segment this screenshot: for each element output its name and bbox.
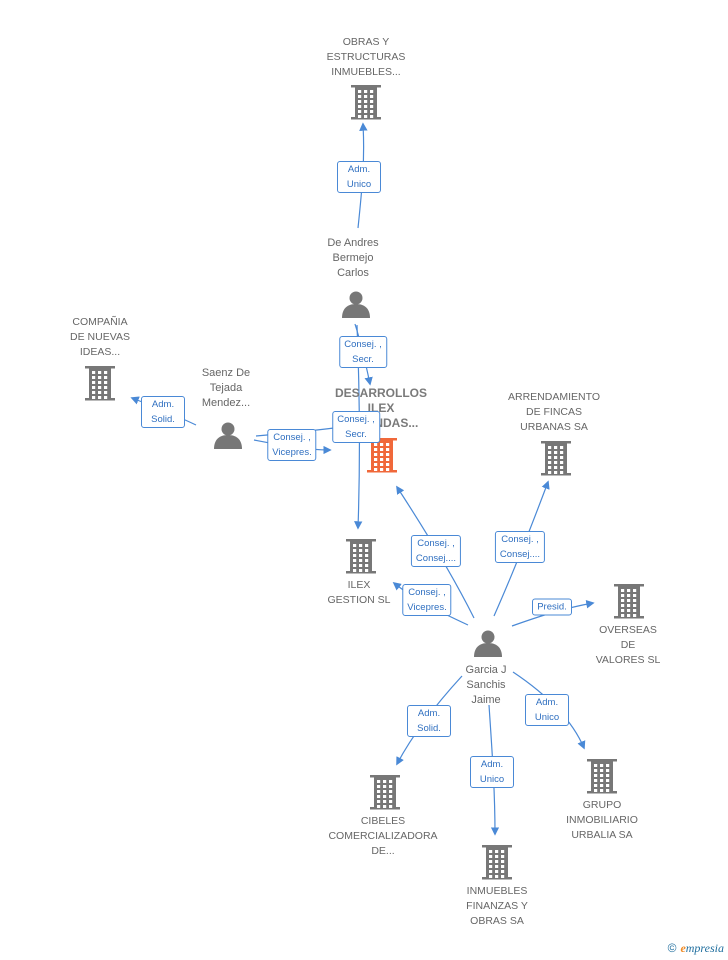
node-label-line: Sanchis — [466, 679, 506, 691]
edge-label-line: Solid. — [417, 723, 441, 734]
building-windows-icon — [594, 764, 610, 792]
person-icon-garcia[interactable] — [474, 630, 502, 658]
edge-label-line: Consej.... — [415, 553, 457, 564]
copyright-brand[interactable]: ©empresia — [668, 941, 724, 956]
node-label-line: Saenz De — [201, 367, 251, 379]
edge-label-garcia-to-cibeles[interactable]: Adm. Solid. — [407, 705, 451, 737]
edge-label-saenz-to-ilex[interactable]: Consej. , Secr. — [332, 411, 380, 443]
edge-label-line: Unico — [534, 712, 560, 723]
building-windows-icon — [621, 589, 637, 617]
edge-label-garcia-to-grupo[interactable]: Adm. Unico — [525, 694, 569, 726]
node-label-line: INMOBILIARIO — [566, 814, 638, 826]
nodes-layer — [85, 85, 644, 880]
edge-label-deandres-to-desarrollos[interactable]: Consej. , Secr. — [339, 336, 387, 368]
node-label-line: ESTRUCTURAS — [326, 51, 406, 63]
node-label-grupo[interactable]: GRUPO INMOBILIARIO URBALIA SA — [566, 798, 638, 843]
node-label-line: De Andres — [327, 237, 379, 249]
edge-label-garcia-to-overseas[interactable]: Presid. — [532, 598, 572, 616]
edge-label-line: Adm. — [535, 697, 559, 708]
edge-label-garcia-to-inmuebles[interactable]: Adm. Unico — [470, 756, 514, 788]
edge-label-saenz-to-compania[interactable]: Adm. Solid. — [141, 396, 185, 428]
edge-label-line: Consej. , — [417, 538, 455, 549]
node-label-ilex[interactable]: ILEX GESTION SL — [327, 578, 390, 608]
edge-label-line: Secr. — [352, 354, 374, 365]
node-label-arrendamiento[interactable]: ARRENDAMIENTO DE FINCAS URBANAS SA — [508, 390, 600, 435]
node-label-line: OVERSEAS — [599, 624, 657, 636]
edge-label-saenz-to-desarrollos[interactable]: Consej. , Vicepres. — [267, 429, 317, 461]
edge-label-garcia-to-arrendamiento[interactable]: Consej. , Consej.... — [494, 531, 546, 563]
building-windows-icon — [353, 544, 369, 572]
building-windows-icon — [489, 850, 505, 878]
node-label-line: ARRENDAMIENTO — [508, 391, 600, 403]
edges-layer — [130, 122, 595, 836]
node-label-line: DE... — [371, 845, 395, 857]
node-label-line: FINANZAS Y — [466, 900, 528, 912]
building-windows-icon — [358, 90, 374, 118]
edge-label-line: Vicepres. — [407, 602, 447, 613]
node-label-line: GRUPO — [582, 799, 622, 811]
edge-label-line: Consej. , — [273, 432, 311, 443]
node-label-inmuebles[interactable]: INMUEBLES FINANZAS Y OBRAS SA — [466, 884, 528, 929]
node-label-overseas[interactable]: OVERSEAS DE VALORES SL — [596, 623, 661, 668]
edge-label-garcia-to-desarrollos[interactable]: Consej. , Consej.... — [410, 535, 462, 567]
brand-logo-text: mpresia — [685, 941, 724, 955]
node-label-line: IDEAS... — [79, 346, 121, 358]
edge-label-line: Adm. — [347, 164, 371, 175]
edge-label-line: Solid. — [151, 414, 175, 425]
edge-label-line: Unico — [346, 179, 372, 190]
building-windows-icon — [377, 780, 393, 808]
node-label-line: DE — [620, 639, 636, 651]
edge-label-line: Unico — [479, 774, 505, 785]
node-label-line: CIBELES — [360, 815, 406, 827]
node-label-obras[interactable]: OBRAS Y ESTRUCTURAS INMUEBLES... — [327, 35, 406, 80]
edge-label-line: Consej. , — [344, 339, 382, 350]
edge-label-line: Consej.... — [499, 549, 541, 560]
node-label-line: INMUEBLES... — [331, 66, 401, 78]
node-label-line: GESTION SL — [327, 594, 391, 606]
node-label-line: Carlos — [337, 267, 369, 279]
node-label-line: Tejada — [209, 382, 243, 394]
copyright-icon: © — [667, 941, 677, 955]
node-label-line: OBRAS SA — [470, 915, 524, 927]
edge-label-line: Adm. — [480, 759, 504, 770]
node-label-line: Bermejo — [332, 252, 374, 264]
building-windows-icon — [92, 371, 108, 399]
node-label-line: Garcia J — [465, 664, 507, 676]
node-label-line: VALORES SL — [595, 654, 661, 666]
person-icon-deandres[interactable] — [342, 291, 370, 319]
edge-label-line: Adm. — [151, 399, 175, 410]
edge-label-deandres-to-obras[interactable]: Adm. Unico — [337, 161, 381, 193]
node-label-line: OBRAS Y — [342, 36, 390, 48]
edge-label-line: Consej. , — [501, 534, 539, 545]
node-label-line: URBANAS SA — [520, 421, 588, 433]
building-windows-icon — [374, 443, 390, 471]
node-label-line: DE NUEVAS — [70, 331, 130, 343]
edge-label-line: Vicepres. — [272, 447, 312, 458]
node-label-compania[interactable]: COMPAÑIA DE NUEVAS IDEAS... — [70, 315, 130, 360]
node-label-line: Mendez... — [201, 397, 251, 409]
brand-logo-initial: e — [680, 941, 686, 955]
edge-label-line: Presid. — [537, 601, 567, 613]
building-windows-icon — [548, 446, 564, 474]
node-label-line: ILEX — [347, 579, 371, 591]
person-icon-saenz[interactable] — [214, 422, 242, 450]
edge-label-line: Secr. — [345, 429, 367, 440]
node-label-line: COMERCIALIZADORA — [328, 830, 438, 842]
node-label-line: URBALIA SA — [571, 829, 633, 841]
node-label-cibeles[interactable]: CIBELES COMERCIALIZADORA DE... — [328, 814, 437, 859]
edge-label-garcia-to-ilex[interactable]: Consej. , Vicepres. — [402, 584, 452, 616]
edge-label-line: Consej. , — [408, 587, 446, 598]
node-label-line: Jaime — [471, 694, 501, 706]
node-label-line: DE FINCAS — [525, 406, 583, 418]
node-label-line: INMUEBLES — [466, 885, 528, 897]
node-label-line: COMPAÑIA — [72, 316, 128, 328]
edge-label-line: Adm. — [417, 708, 441, 719]
node-label-line: DESARROLLOS — [334, 386, 428, 400]
edge-label-line: Consej. , — [337, 414, 375, 425]
